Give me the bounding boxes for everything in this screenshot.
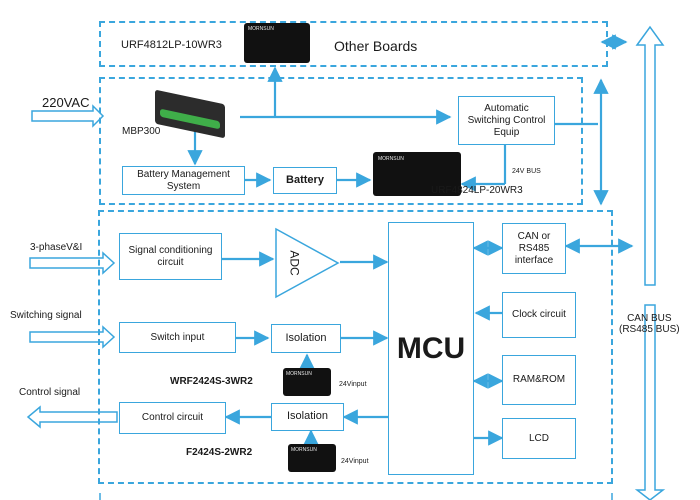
mbp300-label: MBP300 [122, 126, 161, 137]
block-arrow-icon [26, 405, 118, 429]
isolation-text-1: Isolation [285, 331, 327, 344]
clock-circuit-text: Clock circuit [512, 309, 566, 320]
can-bus-label: CAN BUS (RS485 BUS) [619, 313, 680, 335]
isolation-box-1: Isolation [271, 324, 341, 353]
vin-2-label: 24Vinput [341, 458, 369, 465]
vin-1-label: 24Vinput [339, 381, 367, 388]
module-chip-icon: MORNSUN [244, 23, 310, 63]
lcd-box: LCD [502, 418, 576, 459]
isolation-box-2: Isolation [271, 403, 344, 431]
control-section-frame [98, 210, 613, 484]
clock-circuit-box: Clock circuit [502, 292, 576, 338]
block-arrow-icon [31, 104, 105, 128]
module-1-label: WRF2424S-3WR2 [170, 376, 253, 387]
lcd-text: LCD [528, 432, 549, 444]
module-chip-icon: MORNSUN [288, 444, 336, 472]
battery-text: Battery [286, 173, 324, 186]
battery-box: Battery [273, 167, 337, 194]
can-interface-box: CAN or RS485 interface [502, 223, 566, 274]
mcu-box: MCU [388, 222, 474, 475]
module-2-label: F2424S-2WR2 [186, 447, 253, 458]
isolation-text-2: Isolation [287, 410, 328, 423]
can-interface-text: CAN or RS485 interface [514, 230, 554, 266]
control-circuit-box: Control circuit [119, 402, 226, 434]
auto-switch-text: Automatic Switching Control Equip [467, 102, 546, 138]
battery-management-box: Battery Management System [122, 166, 245, 195]
module-chip-icon: MORNSUN [373, 152, 461, 196]
battery-management-text: Battery Management System [137, 168, 230, 192]
switch-input-text: Switch input [150, 331, 205, 343]
adc-label: ADC [287, 250, 302, 276]
other-boards-title: Other Boards [334, 38, 418, 54]
bus-24v-label: 24V BUS [512, 168, 541, 175]
top-module-label: URF4812LP-10WR3 [121, 39, 222, 51]
ram-rom-box: RAM&ROM [502, 355, 576, 405]
auto-switch-box: Automatic Switching Control Equip [458, 96, 555, 145]
signal-conditioning-text: Signal conditioning circuit [128, 244, 213, 268]
module-chip-icon: MORNSUN [283, 368, 331, 396]
double-arrow-icon [634, 304, 666, 500]
control-circuit-text: Control circuit [141, 412, 204, 423]
triangle-icon [275, 227, 340, 299]
switch-input-box: Switch input [119, 322, 236, 353]
ram-rom-text: RAM&ROM [512, 374, 566, 385]
other-boards-frame [99, 21, 608, 67]
power-module-label: URF4824LP-20WR3 [431, 185, 523, 196]
signal-conditioning-box: Signal conditioning circuit [119, 233, 222, 280]
mcu-text: MCU [396, 331, 466, 365]
input-switching-label: Switching signal [10, 310, 82, 321]
input-3phase-label: 3-phaseV&I [30, 242, 83, 253]
block-arrow-icon [29, 325, 116, 349]
power-section-frame [99, 77, 583, 205]
input-220vac-label: 220VAC [42, 95, 90, 110]
double-arrow-icon [635, 25, 665, 286]
block-arrow-icon [29, 251, 116, 275]
output-control-label: Control signal [19, 387, 81, 398]
